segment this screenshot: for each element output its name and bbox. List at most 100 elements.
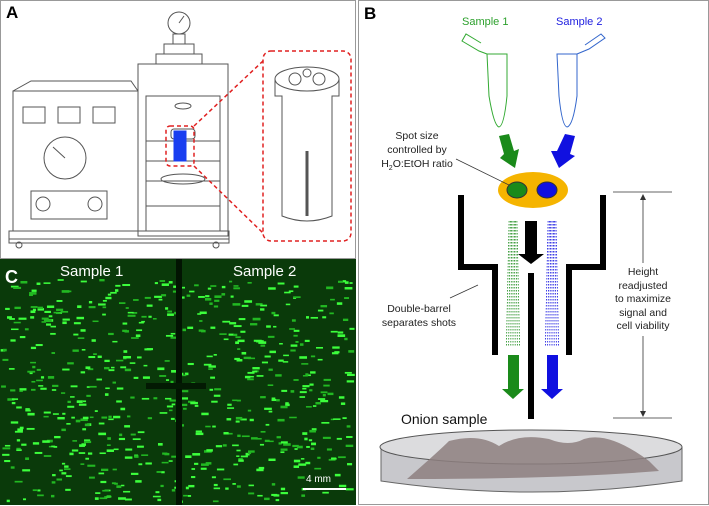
height-note-line: to maximize — [614, 293, 671, 305]
fluorescent-cell — [124, 425, 131, 428]
fluorescent-cell — [32, 308, 36, 312]
fluorescent-cell — [244, 300, 253, 303]
fluorescent-cell — [283, 354, 289, 357]
fluorescent-cell — [130, 433, 136, 436]
fluorescent-cell — [194, 284, 199, 287]
fluorescent-cell — [108, 332, 114, 336]
fluorescent-cell — [135, 334, 141, 338]
fluorescent-cell — [43, 415, 49, 418]
fluorescent-cell — [284, 291, 291, 294]
fluorescent-cell — [320, 305, 328, 308]
fluorescent-cell — [292, 444, 299, 448]
fluorescent-cell — [302, 432, 308, 435]
fluorescent-cell — [194, 462, 199, 465]
fluorescent-cell — [312, 405, 317, 407]
double-barrel — [458, 195, 606, 419]
fluorescent-cell — [97, 355, 102, 358]
fluorescent-cell — [27, 370, 36, 373]
fluorescent-cell — [226, 418, 232, 421]
fluorescent-cell — [252, 370, 258, 373]
fluorescent-cell — [89, 385, 97, 388]
fluorescent-cell — [62, 412, 66, 415]
fluorescent-cell — [51, 481, 56, 484]
fluorescent-cell — [143, 364, 148, 367]
fluorescent-cell — [277, 282, 285, 285]
fluorescent-cell — [227, 407, 235, 409]
fluorescent-cell — [299, 396, 306, 398]
fluorescent-cell — [84, 423, 90, 427]
fluorescent-cell — [19, 426, 24, 430]
fluorescent-cell — [41, 321, 47, 323]
fluorescent-cell — [210, 285, 217, 287]
fluorescent-cell — [159, 375, 167, 377]
fluorescent-cell — [132, 312, 138, 314]
fluorescent-cell — [223, 478, 231, 481]
fluorescent-cell — [219, 333, 227, 335]
fluorescent-cell — [116, 387, 124, 390]
fluorescent-cell — [200, 463, 209, 466]
fluorescent-cell — [211, 400, 218, 403]
fluorescent-cell — [101, 468, 109, 472]
fluorescent-cell — [169, 399, 176, 402]
fluorescent-cell — [289, 416, 297, 419]
fluorescent-cell — [235, 341, 240, 345]
fluorescent-cell — [64, 465, 69, 468]
fluorescent-cell — [346, 380, 355, 383]
fluorescent-cell — [221, 293, 226, 296]
fluorescent-cell — [205, 425, 211, 428]
fluorescence-image — [0, 259, 356, 505]
height-note-line: cell viability — [616, 320, 670, 332]
fluorescent-cell — [268, 368, 273, 371]
fluorescent-cell — [70, 396, 75, 398]
fluorescent-cell — [280, 451, 285, 454]
fluorescent-cell — [1, 385, 6, 388]
fluorescent-cell — [89, 416, 94, 419]
fluorescent-cell — [260, 430, 266, 433]
fluorescent-cell — [320, 391, 328, 394]
fluorescent-cell — [115, 284, 121, 287]
fluorescent-cell — [43, 455, 52, 457]
fluorescent-cell — [258, 466, 265, 470]
fluorescent-cell — [252, 367, 260, 370]
fluorescent-cell — [127, 311, 134, 314]
fluorescent-cell — [186, 294, 191, 297]
fluorescent-cell — [16, 439, 21, 442]
fluorescent-cell — [269, 350, 276, 354]
fluorescent-cell — [46, 305, 55, 308]
fluorescent-cell — [40, 376, 45, 379]
fluorescent-cell — [2, 447, 11, 450]
fluorescent-cell — [236, 485, 241, 488]
fluorescent-cell — [32, 442, 40, 445]
fluorescent-cell — [80, 371, 86, 374]
fluorescent-cell — [108, 369, 115, 372]
fluorescent-cell — [44, 310, 51, 313]
fluorescent-cell — [157, 367, 165, 371]
fluorescent-cell — [248, 450, 255, 453]
fluorescent-cell — [137, 431, 145, 434]
fluorescent-cell — [76, 316, 85, 320]
fluorescent-cell — [141, 454, 149, 456]
spot-note-line: H2O:EtOH ratio — [381, 158, 453, 173]
fluorescent-cell — [285, 402, 289, 405]
double-barrel-note: Double-barrel separates shots — [369, 302, 469, 330]
fluorescent-cell — [37, 308, 45, 311]
fluorescent-cell — [315, 346, 323, 349]
fluorescent-cell — [280, 405, 288, 409]
fluorescent-cell — [78, 403, 87, 406]
fluorescent-cell — [104, 393, 109, 396]
fluorescent-cell — [322, 316, 327, 319]
fluorescent-cell — [299, 391, 307, 394]
spot-size-note: Spot size controlled by H2O:EtOH ratio — [367, 129, 467, 176]
fluorescent-cell — [19, 390, 23, 392]
fluorescent-cell — [295, 340, 299, 343]
fluorescent-cell — [153, 397, 158, 400]
fluorescent-cell — [165, 379, 170, 381]
fluorescent-cell — [19, 336, 26, 339]
fluorescent-cell — [120, 407, 126, 411]
fluorescent-cell — [195, 432, 204, 436]
fluorescent-cell — [310, 316, 319, 319]
fluorescent-cell — [124, 456, 133, 459]
fluorescent-cell — [170, 380, 174, 384]
fluorescent-cell — [203, 363, 212, 366]
fluorescent-cell — [156, 471, 162, 473]
